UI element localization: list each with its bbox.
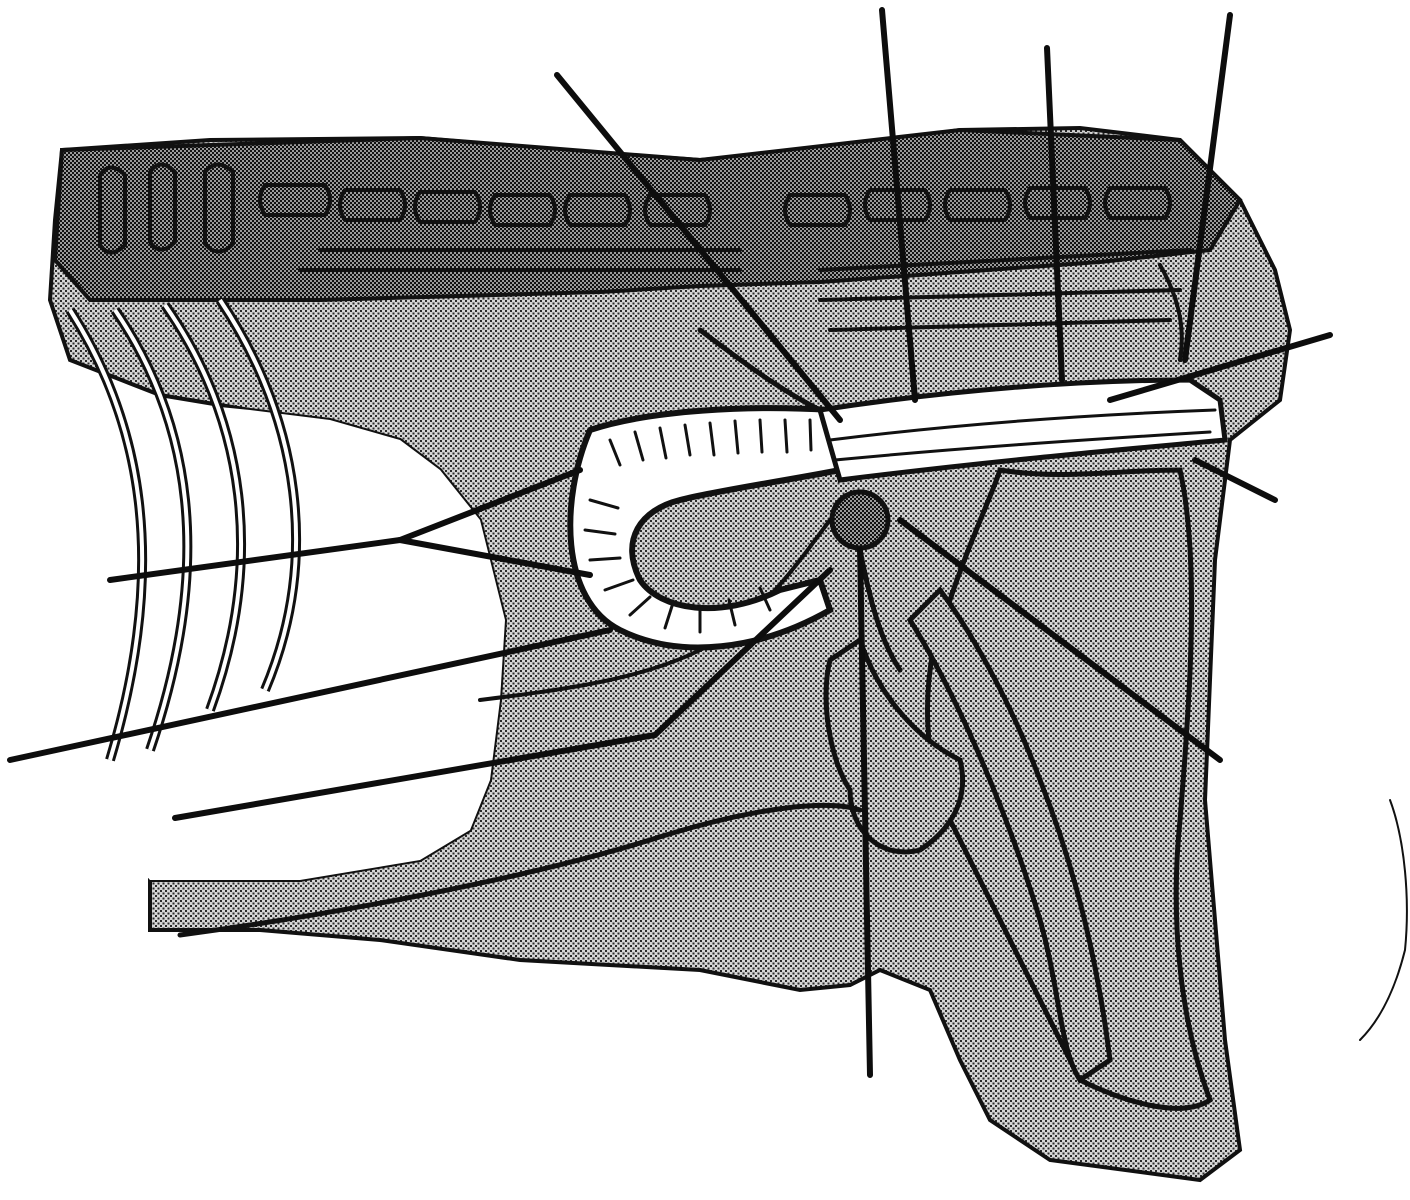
lymph-node <box>832 492 888 548</box>
page-edge-mark <box>1360 800 1407 1040</box>
